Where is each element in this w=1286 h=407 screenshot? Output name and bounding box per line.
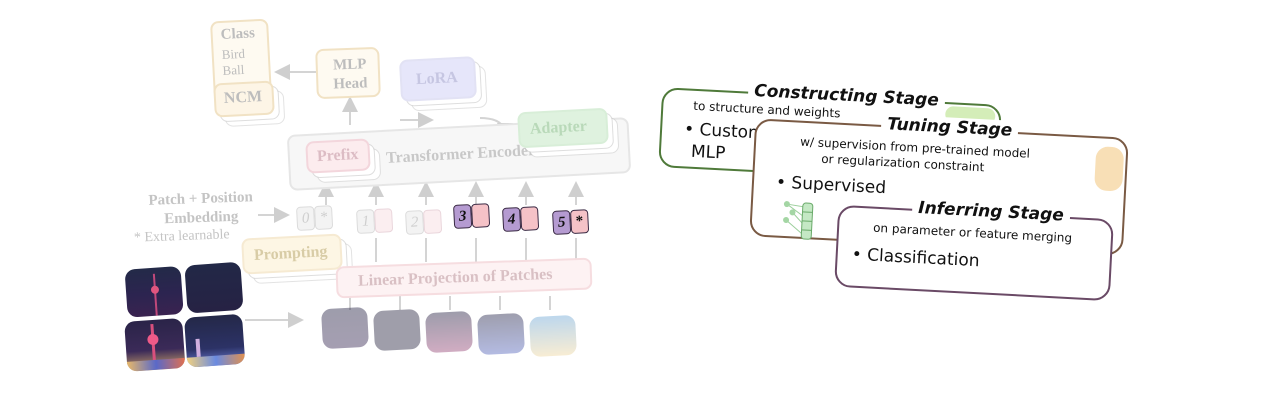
image-patch-top-left (124, 265, 184, 318)
class-title: Class (220, 25, 256, 44)
token-index: 2 (405, 210, 425, 235)
ncm-label: NCM (223, 88, 263, 108)
input-image-grid (115, 261, 248, 375)
class-item-bird: Bird (221, 45, 246, 62)
patch-4 (476, 312, 526, 356)
mlp-head-label: MLP Head (332, 56, 368, 93)
image-patch-bottom-right (183, 313, 246, 368)
patch-2 (372, 308, 422, 352)
token-index: 1 (356, 209, 376, 234)
token-extra (519, 206, 540, 232)
adapter-box: Adapter (517, 107, 609, 149)
token-extra (470, 203, 491, 229)
token-extra (373, 208, 394, 234)
constructing-bullet-line2: MLP (690, 141, 726, 164)
patch-3 (424, 310, 474, 354)
patch-1 (320, 306, 370, 350)
token-index: 4 (502, 207, 522, 232)
token-index: 5 (552, 210, 572, 235)
lora-box: LoRA (398, 56, 478, 102)
token-index: 0 (296, 206, 316, 231)
prefix-label: Prefix (316, 145, 359, 166)
tuning-bullet: • Supervised (775, 172, 887, 199)
embedding-label: Patch + Position Embedding (148, 189, 254, 228)
image-patch-bottom-left (124, 317, 186, 372)
inferring-bullet: • Classification (851, 244, 981, 272)
prefix-box: Prefix (305, 138, 371, 174)
ncm-box: NCM (213, 80, 275, 118)
extra-learnable-note: * Extra learnable (133, 227, 230, 246)
architecture-connectors (245, 64, 584, 328)
tuning-orange-glow (1094, 146, 1125, 192)
adapter-label: Adapter (529, 117, 588, 138)
architecture-panel: Class Bird Ball NCM MLP Head LoRA Transf… (0, 0, 640, 407)
projection-label: Linear Projection of Patches (357, 265, 553, 290)
tuning-stage-card: Tuning Stage w/ supervision from pre-tra… (749, 113, 1129, 256)
encoder-label: Transformer Encoder (385, 142, 536, 167)
mlp-head-box: MLP Head (315, 46, 381, 100)
token-extra: * (313, 205, 334, 231)
class-item-ball: Ball (222, 61, 245, 78)
network-icon (783, 201, 814, 240)
patch-5 (528, 314, 578, 358)
inferring-stage-card: Inferring Stage on parameter or feature … (834, 197, 1114, 302)
token-index: 3 (453, 204, 473, 229)
prompting-label: Prompting (253, 243, 328, 264)
prompting-box: Prompting (241, 233, 343, 275)
lora-label: LoRA (415, 68, 459, 89)
token-extra: * (569, 209, 590, 235)
image-patch-top-right (184, 261, 244, 314)
token-extra (422, 209, 443, 235)
patch-strip (320, 306, 582, 358)
